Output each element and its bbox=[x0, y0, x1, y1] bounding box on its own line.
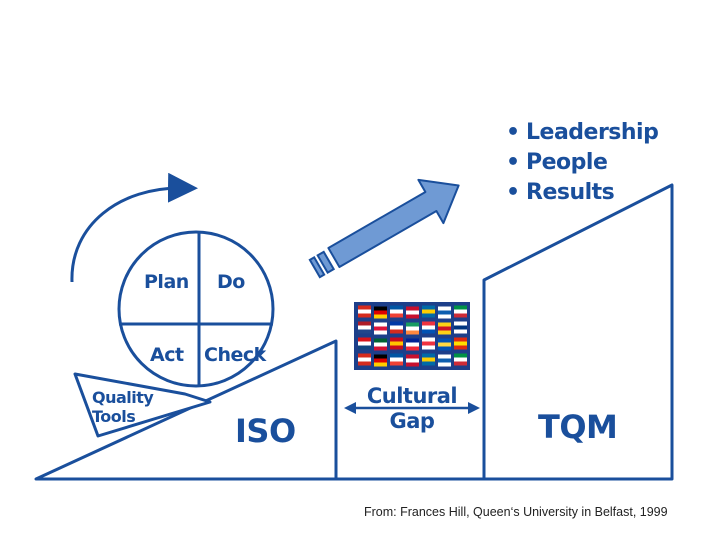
tqm-principles-list: Leadership People Results bbox=[506, 118, 659, 208]
list-item: People bbox=[506, 148, 658, 178]
list-item: Results bbox=[506, 178, 658, 208]
double-arrow-icon bbox=[344, 402, 480, 414]
pdca-circle bbox=[117, 230, 275, 388]
source-caption: From: Frances Hill, Queen‘s University i… bbox=[364, 505, 668, 519]
cultural-gap-label: Cultural Gap bbox=[366, 384, 458, 433]
quality-tools-label: Quality Tools bbox=[92, 388, 154, 426]
tqm-ramp bbox=[482, 183, 674, 481]
pdca-act-label: Act bbox=[150, 344, 184, 366]
pdca-check-label: Check bbox=[204, 344, 266, 366]
pdca-plan-label: Plan bbox=[144, 271, 189, 293]
curved-arrow-icon bbox=[70, 172, 198, 283]
list-item: Leadership bbox=[506, 118, 659, 148]
flags-image bbox=[354, 302, 470, 370]
diagonal-arrow-icon bbox=[308, 178, 460, 279]
iso-label: ISO bbox=[235, 412, 296, 450]
quality-tools-wedge bbox=[73, 372, 212, 438]
tqm-label: TQM bbox=[538, 408, 618, 446]
pdca-do-label: Do bbox=[217, 271, 245, 293]
